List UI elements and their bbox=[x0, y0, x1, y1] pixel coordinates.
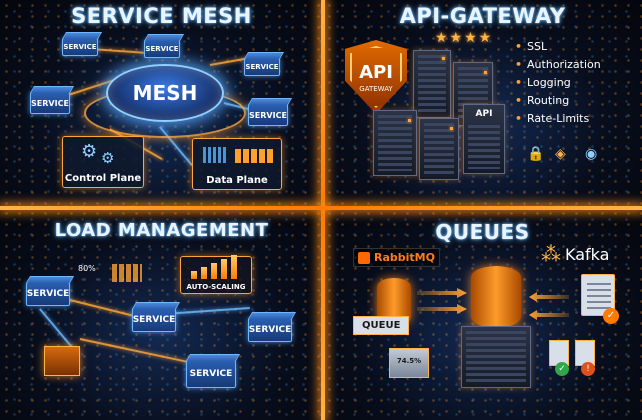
queues-title: QUEUES bbox=[435, 220, 530, 244]
load-percent: 80% bbox=[78, 264, 96, 273]
service-node: SERVICE bbox=[186, 360, 236, 388]
server-rack bbox=[413, 50, 451, 118]
star-icon: ★★★★ bbox=[435, 30, 494, 46]
success-icon: ✓ bbox=[555, 362, 569, 376]
queue-percent: 74.5% bbox=[396, 357, 422, 365]
data-plane-label: Data Plane bbox=[206, 175, 268, 186]
mesh-hub: MESH bbox=[106, 64, 224, 122]
server-rack bbox=[373, 110, 417, 176]
control-plane-box: ⚙ ⚙ Control Plane bbox=[62, 136, 144, 188]
shield-small-text: GATEWAY bbox=[359, 84, 393, 93]
arrow-right-icon bbox=[417, 288, 467, 298]
server-rack bbox=[419, 118, 459, 180]
arrow-left-icon bbox=[529, 310, 569, 320]
database-icon bbox=[471, 266, 521, 328]
shield-big-text: API bbox=[359, 61, 393, 83]
load-balancer-box bbox=[44, 346, 80, 376]
camera-icon: ◉ bbox=[585, 146, 598, 162]
feature-item: •Rate-Limits bbox=[515, 112, 590, 125]
panel-queues: QUEUES RabbitMQ ⁂ Kafka ✓ QUEUE 74.5% ✓ … bbox=[323, 208, 642, 420]
kafka-label: Kafka bbox=[565, 244, 610, 264]
rabbit-icon bbox=[358, 251, 370, 264]
gear-icon: ⚙ bbox=[101, 149, 115, 167]
service-node: SERVICE bbox=[30, 92, 70, 114]
feature-item: •Authorization bbox=[515, 58, 601, 71]
lock-icon: 🔒 bbox=[527, 146, 545, 162]
shield-border bbox=[350, 46, 402, 108]
arrow-right-icon bbox=[417, 304, 467, 314]
server-api-label: API bbox=[475, 109, 493, 119]
load-link bbox=[79, 338, 198, 365]
data-plane-box: Data Plane bbox=[192, 138, 282, 190]
panel-service-mesh: SERVICE MESH MESH SERVICE SERVICE SERVIC… bbox=[0, 0, 323, 208]
service-node: SERVICE bbox=[62, 38, 98, 56]
kafka-icon: ⁂ bbox=[541, 242, 561, 266]
divider-vertical bbox=[321, 0, 325, 420]
panel-load-management: LOAD MANAGEMENT 80% AUTO-SCALING SERVICE… bbox=[0, 208, 323, 420]
tag-icon: ◈ bbox=[555, 146, 566, 162]
queue-label-box: QUEUE bbox=[353, 316, 410, 335]
load-meter-icon bbox=[112, 264, 142, 282]
autoscaling-label: AUTO-SCALING bbox=[186, 283, 246, 291]
arrow-left-icon bbox=[529, 292, 569, 302]
queue-server bbox=[461, 326, 531, 388]
rabbitmq-badge: RabbitMQ bbox=[353, 248, 440, 267]
service-node: SERVICE bbox=[244, 58, 280, 76]
autoscaling-box: AUTO-SCALING bbox=[180, 255, 252, 294]
kafka-badge: ⁂ Kafka bbox=[541, 244, 609, 264]
service-node: SERVICE bbox=[144, 40, 180, 58]
check-icon: ✓ bbox=[603, 308, 619, 324]
load-management-title: LOAD MANAGEMENT bbox=[54, 220, 269, 241]
service-node: SERVICE bbox=[26, 282, 70, 306]
data-grid-icon bbox=[203, 147, 227, 163]
feature-item: •Routing bbox=[515, 94, 570, 107]
alert-icon: ! bbox=[581, 362, 595, 376]
service-mesh-title: SERVICE MESH bbox=[71, 4, 252, 28]
data-blocks-icon bbox=[235, 149, 273, 163]
server-rack-api: API bbox=[463, 104, 505, 174]
api-gateway-title: API-GATEWAY bbox=[399, 4, 566, 28]
service-node: SERVICE bbox=[248, 318, 292, 342]
control-plane-label: Control Plane bbox=[64, 173, 142, 184]
rabbitmq-label: RabbitMQ bbox=[374, 251, 435, 264]
feature-item: •SSL bbox=[515, 40, 548, 53]
divider-horizontal bbox=[0, 206, 642, 210]
queue-stack-icon: 74.5% bbox=[389, 348, 429, 378]
feature-item: •Logging bbox=[515, 76, 571, 89]
gear-icon: ⚙ bbox=[81, 141, 98, 162]
service-node: SERVICE bbox=[132, 308, 176, 332]
panel-api-gateway: API-GATEWAY API GATEWAY ★★★★ API •SSL •A… bbox=[323, 0, 642, 208]
service-node: SERVICE bbox=[248, 104, 288, 126]
